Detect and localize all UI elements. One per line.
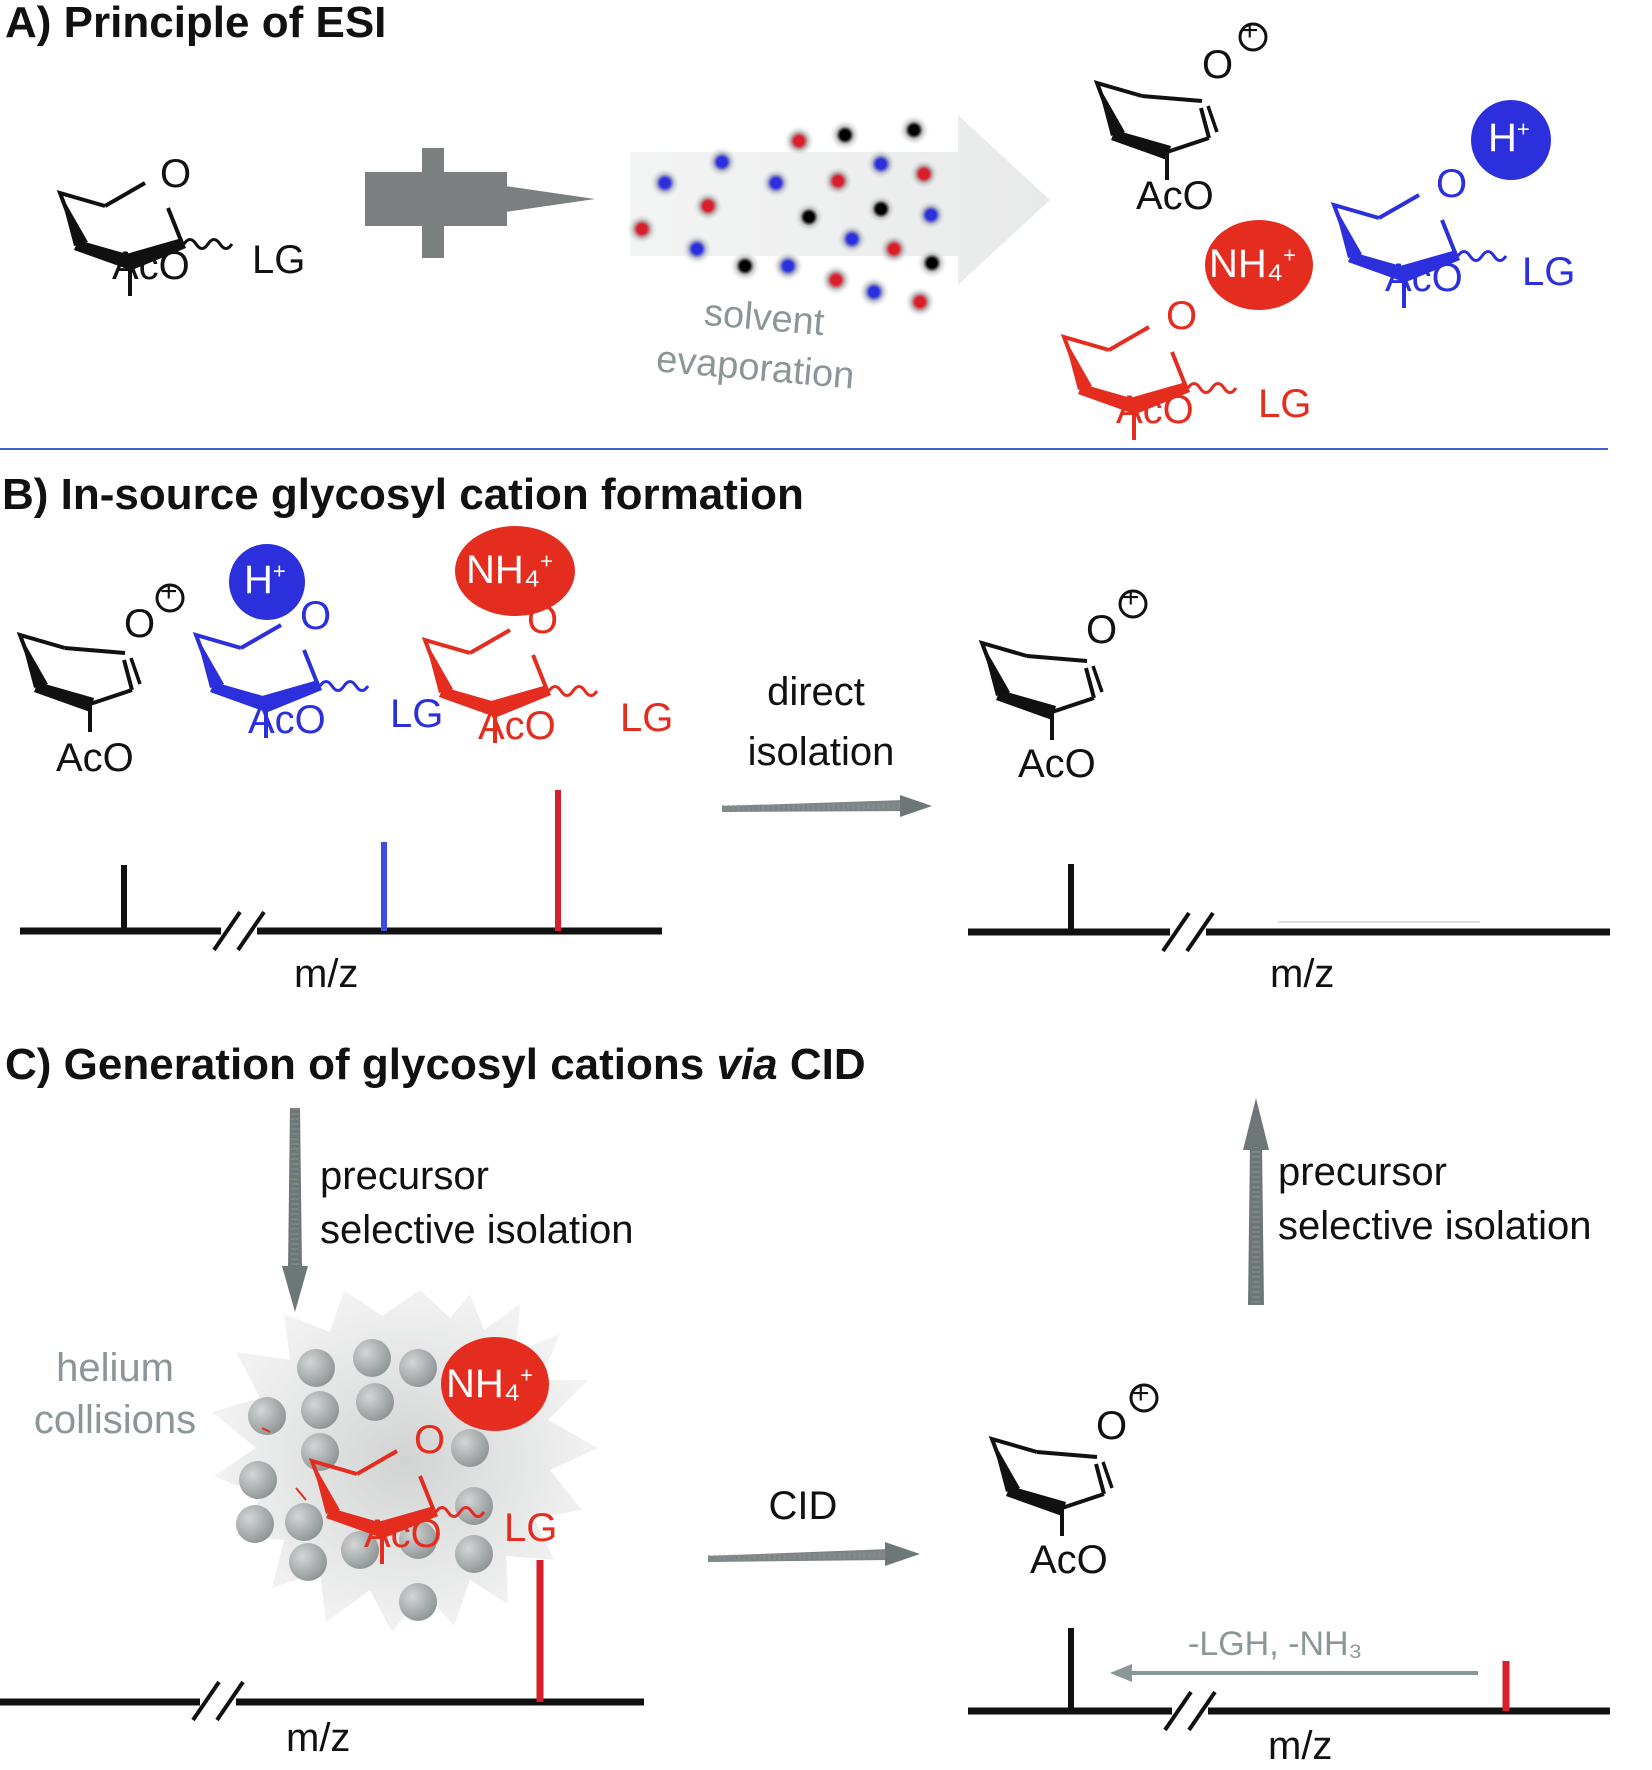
proton-badge-a xyxy=(1471,100,1551,180)
ammonium-badge-a xyxy=(1205,220,1313,310)
ammonium-badge-c xyxy=(441,1337,549,1431)
section-c-title-prefix: C) Generation of glycosyl cations xyxy=(5,1040,717,1089)
aco-label-cation-b-right: AcO xyxy=(1018,742,1096,786)
ammonium-badge-c-label: NH₄+ xyxy=(446,1360,533,1408)
section-b-title: B) In-source glycosyl cation formation xyxy=(2,470,804,519)
aco-label-cation-a: AcO xyxy=(1136,174,1214,218)
section-c-title-suffix: CID xyxy=(777,1040,866,1089)
ammonium-symbol-b: NH₄ xyxy=(466,548,541,592)
direct-label: direct xyxy=(767,670,865,714)
collision-spark-2 xyxy=(295,1487,307,1501)
proton-symbol-b: H xyxy=(244,558,273,602)
esi-needle xyxy=(365,148,595,258)
droplets xyxy=(626,114,948,318)
charge-circle-c xyxy=(1129,1383,1159,1413)
aco-label-blue-b: AcO xyxy=(248,698,326,742)
ammonium-charge-c: + xyxy=(520,1362,533,1388)
precursor-down-arrow xyxy=(282,1108,308,1312)
ring-oxygen-label: O xyxy=(160,152,192,196)
direct-isolation-arrow xyxy=(721,795,932,817)
ammonium-badge-a-label: NH₄+ xyxy=(1209,240,1296,288)
cid-label: CID xyxy=(768,1484,838,1528)
ring-oxygen-red-b: O xyxy=(527,598,559,642)
aco-label-cation-c: AcO xyxy=(1030,1538,1108,1582)
charge-circle-a xyxy=(1238,22,1268,52)
ammonium-badge-b xyxy=(455,526,575,616)
selective-isolation-label-right: selective isolation xyxy=(1278,1204,1592,1248)
helium-label: helium xyxy=(56,1346,174,1390)
isolation-label: isolation xyxy=(747,730,895,774)
aco-label-red-b: AcO xyxy=(478,704,556,748)
cation-oxygen-a: O xyxy=(1202,43,1234,87)
collision-spark-1 xyxy=(261,1427,271,1433)
proton-charge-b: + xyxy=(272,558,286,584)
cid-arrow xyxy=(707,1542,920,1566)
ring-oxygen-blue-a: O xyxy=(1436,162,1468,206)
aco-label-blue-a: AcO xyxy=(1385,256,1463,300)
lg-label-red-c: LG xyxy=(504,1506,558,1550)
aco-label-a-neutral: AcO xyxy=(112,244,190,288)
aco-label-cation-b-left: AcO xyxy=(56,736,134,780)
lg-label-red-a: LG xyxy=(1258,382,1312,426)
proton-charge-a: + xyxy=(1516,116,1530,142)
loss-label: -LGH, -NH₃ xyxy=(1188,1625,1363,1663)
section-c-title: C) Generation of glycosyl cations via CI… xyxy=(5,1040,866,1090)
lg-label-a-neutral: LG xyxy=(252,238,306,282)
proton-badge-a-label: H+ xyxy=(1488,114,1530,162)
section-c-title-italic: via xyxy=(716,1040,778,1089)
aco-label-red-a: AcO xyxy=(1116,388,1194,432)
ammonium-charge-b: + xyxy=(540,548,553,574)
spectrum-b-right xyxy=(968,864,1610,953)
ring-oxygen-blue-b: O xyxy=(300,594,332,638)
ring-oxygen-red-c: O xyxy=(414,1418,446,1462)
section-a-title: A) Principle of ESI xyxy=(5,0,387,47)
glycosyl-cation-c xyxy=(990,1437,1114,1538)
ammonium-symbol-c: NH₄ xyxy=(446,1362,521,1406)
cation-oxygen-b-left: O xyxy=(124,602,156,646)
cation-plus-c: + xyxy=(1132,1377,1150,1410)
proton-badge-b xyxy=(229,544,305,620)
cation-oxygen-b-right: O xyxy=(1086,608,1118,652)
glycosyl-cation-a xyxy=(1095,81,1219,182)
mz-label-b-left: m/z xyxy=(294,952,359,996)
mz-label-c-left: m/z xyxy=(286,1716,351,1760)
charge-circle-b-left xyxy=(155,583,185,613)
cation-plus-a: + xyxy=(1241,14,1259,47)
selective-isolation-label-left: selective isolation xyxy=(320,1208,634,1252)
cation-plus-b-left: + xyxy=(160,575,178,608)
glycosyl-cation-b-right xyxy=(980,641,1104,742)
spectrum-c-left xyxy=(0,1560,644,1722)
ammonium-badge-b-label: NH₄+ xyxy=(466,546,553,594)
proton-symbol-a: H xyxy=(1488,116,1517,160)
ammonium-symbol-a: NH₄ xyxy=(1209,242,1284,286)
glycosyl-cation-b-left xyxy=(18,633,142,734)
precursor-label-left: precursor xyxy=(320,1154,489,1198)
aco-label-red-c: AcO xyxy=(364,1512,442,1556)
spectrum-b-left xyxy=(20,790,662,952)
collisions-label: collisions xyxy=(33,1398,197,1442)
mz-label-c-right: m/z xyxy=(1268,1724,1333,1768)
lg-label-blue-a: LG xyxy=(1522,250,1576,294)
proton-badge-b-label: H+ xyxy=(244,556,286,604)
ammonium-charge-a: + xyxy=(1283,242,1296,268)
lg-label-red-b: LG xyxy=(620,696,674,740)
mz-label-b-right: m/z xyxy=(1270,952,1335,996)
precursor-up-arrow xyxy=(1243,1098,1269,1305)
lg-label-blue-b: LG xyxy=(390,692,444,736)
charge-circle-b-right xyxy=(1118,589,1148,619)
spectrum-c-right xyxy=(968,1628,1610,1732)
precursor-label-right: precursor xyxy=(1278,1150,1447,1194)
cation-plus-b-right: + xyxy=(1122,581,1140,614)
cation-oxygen-c: O xyxy=(1096,1404,1128,1448)
ring-oxygen-red-a: O xyxy=(1166,294,1198,338)
